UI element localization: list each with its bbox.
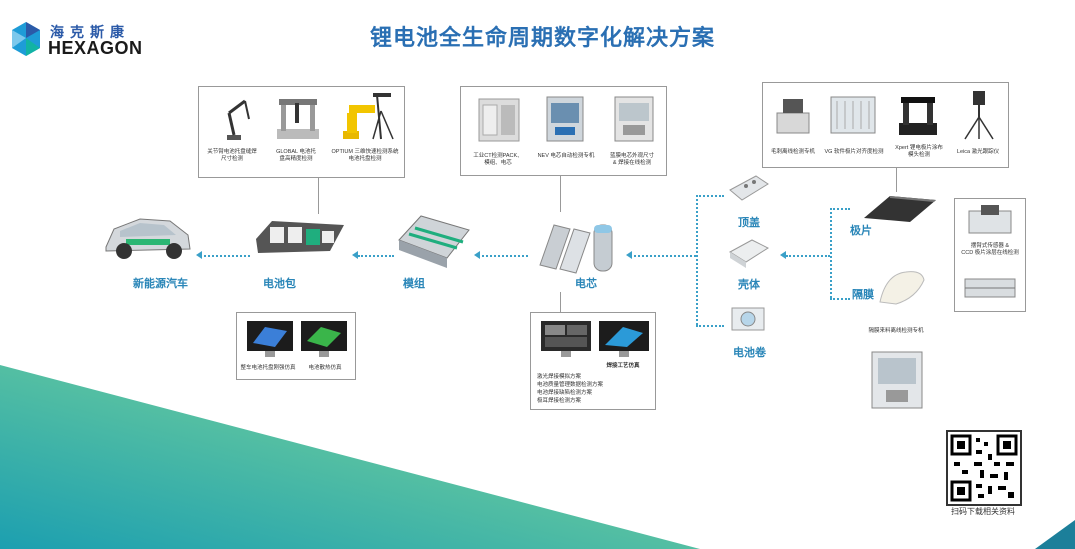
stage-pack-label: 电池包 bbox=[263, 278, 296, 290]
stage-shell-label: 壳体 bbox=[738, 279, 760, 291]
pole-equipment-box: 毛刺离线检测专机 VG 软件极片对齐度检测 Xpert 锂电极片涂布 模头检测 … bbox=[762, 82, 1009, 168]
bracket-top bbox=[696, 195, 724, 197]
stage-cell-label: 电芯 bbox=[575, 278, 597, 290]
stage-ev-label: 新能源汽车 bbox=[133, 278, 188, 290]
pack-caption-1: 关节臂电池托盘缝焊 尺寸检测 bbox=[207, 149, 257, 162]
tray-simulation-icon bbox=[247, 321, 293, 357]
battery-pack-icon bbox=[256, 221, 344, 253]
vg-software-icon bbox=[830, 96, 876, 134]
arrowhead-cell bbox=[626, 251, 632, 259]
pole-caption-4: Leica 激光跟踪仪 bbox=[956, 149, 1000, 155]
stage-module-label: 模组 bbox=[403, 278, 425, 290]
pole-caption-1: 毛刺离线检测专机 bbox=[770, 149, 815, 155]
cap-icon bbox=[729, 175, 769, 201]
arrowhead-parts bbox=[780, 251, 786, 259]
stage-pole-label: 极片 bbox=[850, 225, 872, 237]
pole-caption-3: Xpert 锂电极片涂布 模头检测 bbox=[895, 145, 943, 158]
nev-machine-icon bbox=[546, 96, 584, 142]
qr-caption: 扫码下载相关资料 bbox=[951, 507, 1015, 516]
weld-bullet-1: 激光焊接模拟方案 bbox=[537, 374, 582, 380]
shell-icon bbox=[729, 239, 770, 268]
battery-cell-icon bbox=[539, 224, 613, 274]
cell-caption-2: NEV 电芯自动检测专机 bbox=[537, 153, 595, 159]
simulation-box: 整车电池托盘刚强仿真 电池散热仿真 bbox=[236, 312, 356, 380]
separator-machine-icon bbox=[871, 351, 923, 409]
cell-caption-1: 工业CT检测PACK、 模组、电芯 bbox=[473, 153, 523, 166]
weld-monitor-2-icon bbox=[599, 321, 649, 357]
ccd-box: 摆臂式传感器 & CCD 极片涂层在线检测 bbox=[954, 198, 1026, 312]
pole-bracket-line bbox=[830, 208, 832, 298]
weld-monitor-1-icon bbox=[541, 321, 591, 357]
pack-caption-2: GLOBAL 电池托 盘高精度检测 bbox=[276, 149, 316, 162]
page-title: 锂电池全生命周期数字化解决方案 bbox=[370, 25, 716, 50]
weld-simulation-box: 焊接工艺仿真 激光焊接模拟方案 电池质量管理数据检测方案 电池焊接缺陷检测方案 … bbox=[530, 312, 656, 410]
ct-machine-icon bbox=[478, 98, 520, 142]
arrowhead-ev bbox=[196, 251, 202, 259]
coating-line-icon bbox=[964, 278, 1016, 298]
separator-film-icon bbox=[879, 271, 925, 305]
stage-separator-label: 隔膜 bbox=[852, 289, 874, 301]
bracket-bottom bbox=[696, 325, 724, 327]
ccd-caption: 摆臂式传感器 & CCD 极片涂层在线检测 bbox=[961, 243, 1019, 256]
cell-connector-line-bottom bbox=[560, 292, 561, 312]
weld-bullet-2: 电池质量管理数据检测方案 bbox=[537, 382, 604, 388]
bluefilm-machine-icon bbox=[614, 96, 654, 142]
arrow-pack-to-ev bbox=[200, 255, 250, 257]
weld-bullet-4: 极耳焊接检测方案 bbox=[537, 398, 582, 404]
arrow-module-to-pack bbox=[358, 255, 394, 257]
pack-equipment-box: 关节臂电池托盘缝焊 尺寸检测 GLOBAL 电池托 盘高精度检测 OPTIUM … bbox=[198, 86, 405, 178]
pole-bracket-bottom bbox=[830, 298, 850, 300]
arrow-pole-to-parts bbox=[786, 255, 830, 257]
arrowhead-module bbox=[474, 251, 480, 259]
parts-bracket-line bbox=[696, 195, 698, 325]
pack-connector-line bbox=[318, 178, 319, 214]
sim-caption-1: 整车电池托盘刚强仿真 bbox=[240, 365, 296, 371]
burr-inspection-icon bbox=[776, 99, 810, 134]
battery-module-icon bbox=[398, 215, 470, 268]
pack-caption-3: OPTIUM 三维快速检测系统 电池托盘检测 bbox=[331, 149, 399, 162]
stage-cap-label: 顶盖 bbox=[738, 217, 760, 229]
ccd-sensor-icon bbox=[968, 205, 1012, 234]
pole-sheet-icon bbox=[864, 196, 936, 222]
robot-scanner-icon bbox=[343, 93, 394, 140]
weld-bullet-3: 电池焊接缺陷检测方案 bbox=[537, 390, 593, 396]
sim-caption-2: 电池散热仿真 bbox=[308, 365, 342, 371]
articulated-arm-icon bbox=[227, 99, 250, 140]
separator-inspection-box: 隔膜来料离线检测专机 bbox=[856, 320, 938, 416]
pole-connector-line bbox=[896, 168, 897, 192]
stage-roll-label: 电池卷 bbox=[733, 347, 766, 359]
pole-caption-2: VG 软件极片对齐度检测 bbox=[824, 149, 884, 155]
pole-bracket-top bbox=[830, 208, 850, 210]
cell-connector-line-top bbox=[560, 176, 561, 212]
arrow-cell-to-module bbox=[478, 255, 528, 257]
cell-equipment-box: 工业CT检测PACK、 模组、电芯 NEV 电芯自动检测专机 蓝膜电芯外观尺寸 … bbox=[460, 86, 667, 176]
separator-caption: 隔膜来料离线检测专机 bbox=[868, 328, 924, 334]
cmm-machine-icon bbox=[277, 99, 319, 139]
hexagon-logo-icon bbox=[12, 22, 40, 56]
cell-caption-3: 蓝膜电芯外观尺寸 & 焊接在线检测 bbox=[609, 153, 654, 166]
laser-tracker-icon bbox=[964, 91, 994, 140]
arrow-parts-to-cell bbox=[630, 255, 696, 257]
arrowhead-pack bbox=[352, 251, 358, 259]
weld-bullet-list: 激光焊接模拟方案 电池质量管理数据检测方案 电池焊接缺陷检测方案 极耳焊接检测方… bbox=[537, 373, 651, 405]
ev-car-icon bbox=[105, 218, 191, 259]
logo-cn-text: 海克斯康 bbox=[50, 24, 130, 40]
roll-icon bbox=[731, 307, 765, 331]
xpert-cmm-icon bbox=[899, 97, 937, 135]
weld-caption: 焊接工艺仿真 bbox=[606, 363, 640, 369]
qr-code-icon[interactable] bbox=[946, 430, 1022, 506]
thermal-simulation-icon bbox=[301, 321, 347, 357]
logo-en-text: HEXAGON bbox=[48, 38, 143, 58]
